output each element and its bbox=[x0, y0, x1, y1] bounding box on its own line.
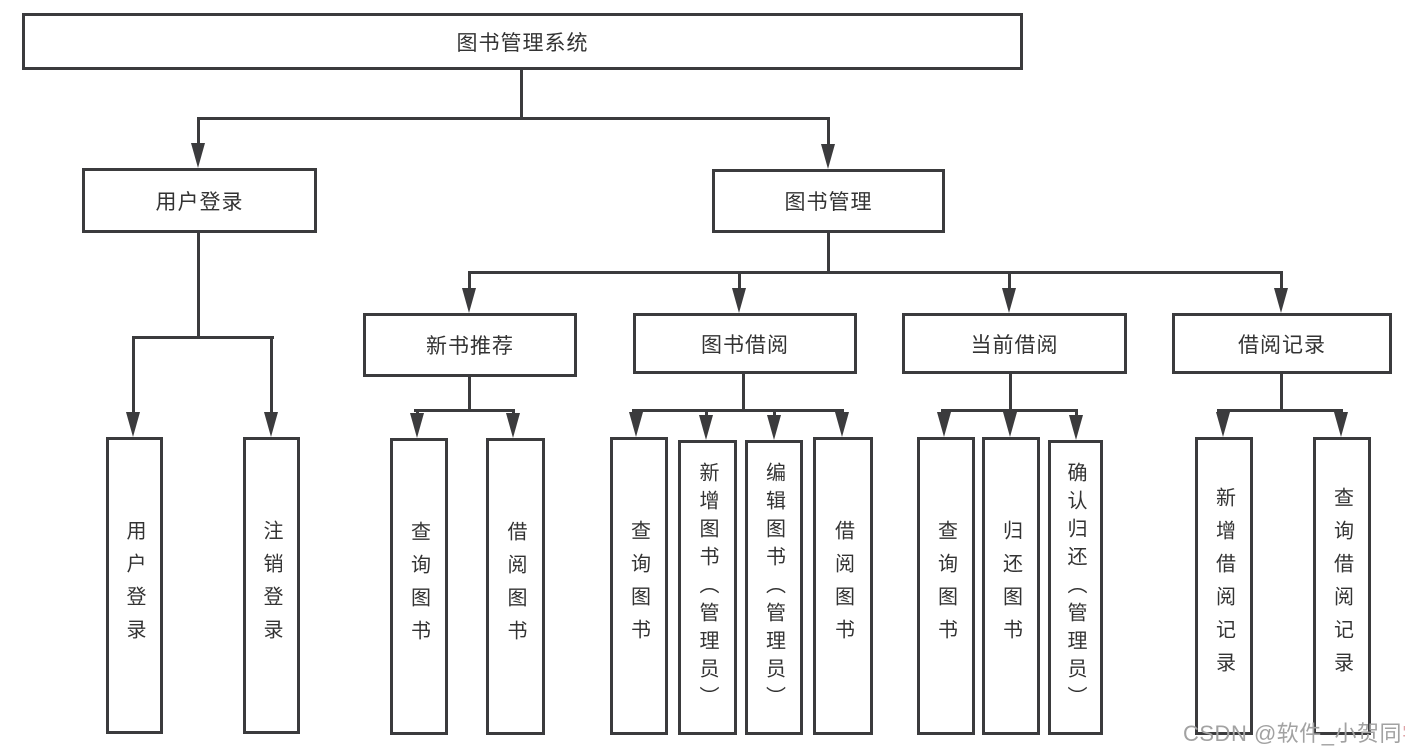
leaf-add-borrow-record: 新增借阅记录 bbox=[1195, 437, 1253, 735]
connector-drop bbox=[270, 336, 273, 416]
connector-user-login-drop bbox=[197, 117, 200, 147]
connector-rail bbox=[1217, 409, 1343, 412]
arrowhead-icon bbox=[1003, 412, 1017, 437]
arrowhead-icon bbox=[1334, 412, 1348, 437]
arrowhead-icon bbox=[937, 412, 951, 437]
arrowhead-icon bbox=[732, 288, 746, 313]
connector-drop bbox=[1280, 271, 1283, 293]
watermark-text: CSDN @软件_小贺同 bbox=[1183, 721, 1403, 746]
connector-drop bbox=[1075, 409, 1078, 420]
leaf-borrow-books-2: 借阅图书 bbox=[813, 437, 873, 735]
arrowhead-icon bbox=[1216, 412, 1230, 437]
watermark: CSDN @软件_小贺同学 bbox=[1183, 716, 1405, 747]
node-root: 图书管理系统 bbox=[22, 13, 1023, 70]
node-book-mgmt: 图书管理 bbox=[712, 169, 945, 233]
connector-stem bbox=[742, 371, 745, 411]
connector-drop bbox=[705, 409, 708, 420]
leaf-query-books-3: 查询图书 bbox=[917, 437, 975, 735]
leaf-user-login: 用户登录 bbox=[106, 437, 163, 734]
connector-user-login-stem bbox=[197, 231, 200, 337]
node-new-book-rec: 新书推荐 bbox=[363, 313, 577, 377]
connector-rail bbox=[414, 409, 515, 412]
arrowhead-icon bbox=[264, 412, 278, 437]
connector-drop bbox=[773, 409, 776, 420]
arrowhead-icon bbox=[821, 144, 835, 169]
connector-drop bbox=[468, 271, 471, 293]
connector-drop bbox=[1008, 271, 1011, 293]
arrowhead-icon bbox=[699, 415, 713, 440]
arrowhead-icon bbox=[835, 412, 849, 437]
node-current-borrow: 当前借阅 bbox=[902, 313, 1127, 374]
arrowhead-icon bbox=[410, 413, 424, 438]
leaf-borrow-books-1: 借阅图书 bbox=[486, 438, 545, 735]
leaf-query-books-1: 查询图书 bbox=[390, 438, 448, 735]
node-book-borrow: 图书借阅 bbox=[633, 313, 857, 374]
leaf-add-book-admin: 新增图书︵管理员︶ bbox=[678, 440, 737, 735]
node-user-login: 用户登录 bbox=[82, 168, 317, 233]
connector-drop bbox=[738, 271, 741, 293]
connector-book-mgmt-drop bbox=[827, 117, 830, 148]
leaf-query-books-2: 查询图书 bbox=[610, 437, 668, 735]
arrowhead-icon bbox=[126, 412, 140, 437]
leaf-confirm-return-admin: 确认归还︵管理员︶ bbox=[1048, 440, 1103, 735]
leaf-query-borrow-record: 查询借阅记录 bbox=[1313, 437, 1371, 735]
connector-stem bbox=[468, 375, 471, 411]
connector-user-login-rail bbox=[132, 336, 274, 339]
connector-stem bbox=[1009, 372, 1012, 411]
node-borrow-records: 借阅记录 bbox=[1172, 313, 1392, 374]
arrowhead-icon bbox=[506, 413, 520, 438]
arrowhead-icon bbox=[191, 143, 205, 168]
leaf-logout: 注销登录 bbox=[243, 437, 300, 734]
leaf-edit-book-admin: 编辑图书︵管理员︶ bbox=[745, 440, 803, 735]
connector-book-mgmt-stem bbox=[827, 231, 830, 272]
connector-book-mgmt-rail bbox=[468, 271, 1283, 274]
arrowhead-icon bbox=[767, 415, 781, 440]
watermark-accent: 学 bbox=[1402, 721, 1405, 746]
arrowhead-icon bbox=[1069, 415, 1083, 440]
connector-root-rail bbox=[197, 117, 830, 120]
arrowhead-icon bbox=[629, 412, 643, 437]
leaf-return-books: 归还图书 bbox=[982, 437, 1040, 735]
arrowhead-icon bbox=[1274, 288, 1288, 313]
connector-rail bbox=[632, 409, 844, 412]
connector-drop bbox=[132, 336, 135, 416]
arrowhead-icon bbox=[462, 288, 476, 313]
connector-root-stem bbox=[520, 68, 523, 118]
connector-stem bbox=[1280, 371, 1283, 411]
arrowhead-icon bbox=[1002, 288, 1016, 313]
